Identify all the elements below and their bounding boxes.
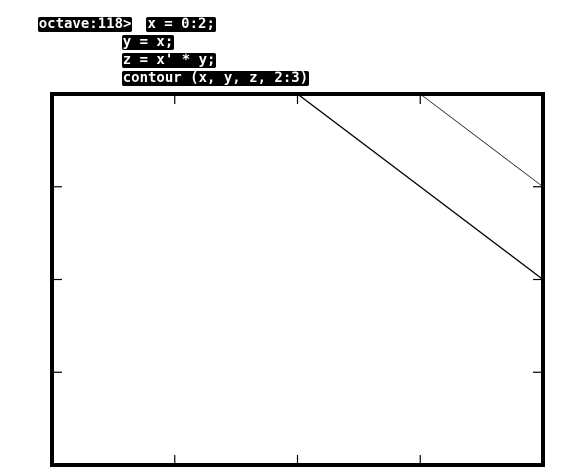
console-command-3: z = x' * y;	[121, 52, 217, 68]
axis-ticks	[52, 94, 543, 465]
contour-line-1	[297, 93, 544, 281]
console-line-3: z = x' * y;	[88, 38, 217, 68]
contour-lines	[297, 93, 544, 281]
console-command-4: contour (x, y, z, 2:3)	[121, 70, 310, 86]
console-line-2: y = x;	[88, 20, 175, 50]
plot-axes-box	[50, 92, 545, 467]
console-command-2: y = x;	[121, 34, 175, 50]
octave-console[interactable]: octave:118> x = 0:2; y = x; z = x' * y; c…	[0, 0, 564, 86]
console-prompt: octave:118>	[37, 16, 133, 32]
contour-line-2	[420, 93, 544, 188]
console-line-1: octave:118> x = 0:2;	[4, 2, 216, 32]
console-command-1: x = 0:2;	[146, 16, 216, 32]
console-line-4: contour (x, y, z, 2:3)	[88, 56, 310, 86]
